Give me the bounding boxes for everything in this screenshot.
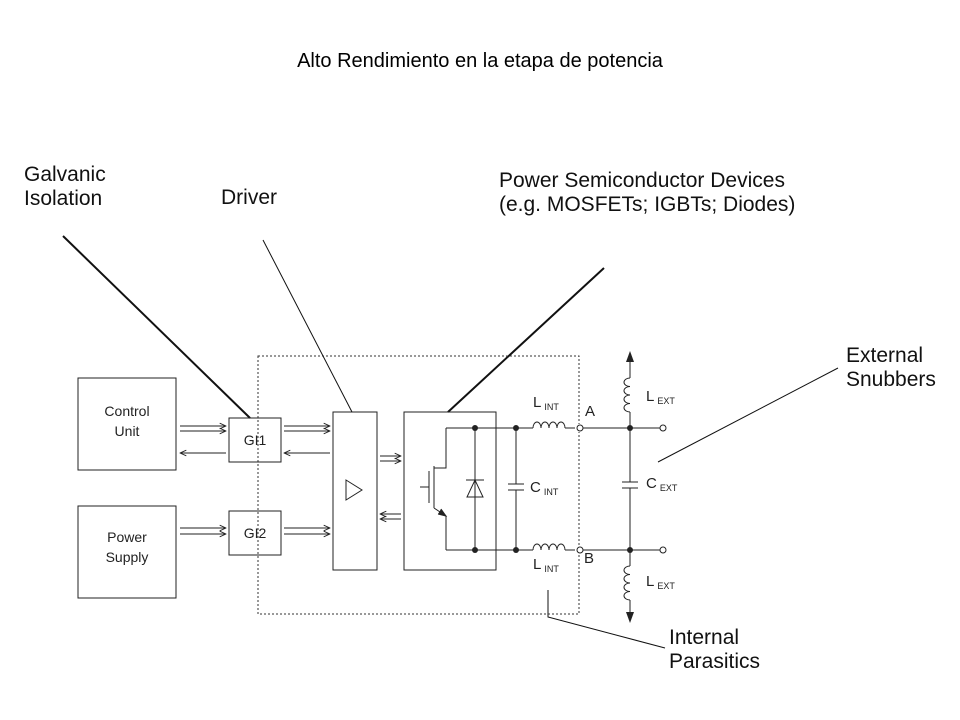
internal-inductor-top [532,421,566,429]
driver-label: Driver [221,186,277,210]
l-int-top-main: L [533,394,541,411]
node-a-label: A [585,403,595,420]
c-ext-sub: EXT [660,483,678,493]
internal-parasitics-label: Internal Parasitics [669,626,760,674]
l-int-bottom-sub: INT [544,564,559,574]
diode-icon [466,478,484,498]
power-semiconductor-leader [447,267,605,413]
node-a-terminal [576,424,584,432]
node-b-terminal [576,546,584,554]
internal-parasitics-label-line2: Parasitics [669,650,761,673]
control-unit-label-1: Control [104,403,149,419]
l-ext-bottom-main: L [646,573,654,590]
power-semiconductor-block [403,411,497,571]
output-terminal-bottom [659,546,667,554]
l-int-top-sub: INT [544,402,559,412]
junction-dots [472,425,633,553]
external-snubbers-label-line2: Snubbers [846,368,936,391]
output-terminal-top [659,424,667,432]
page-title: Alto Rendimiento en la etapa de potencia [297,50,663,72]
gi1-block: GI1 [228,417,282,463]
gi1-label: GI1 [244,432,267,448]
power-semiconductor-label: Power Semiconductor Devices (e.g. MOSFET… [499,169,795,217]
signal-arrows [180,426,401,534]
external-arrow-down-icon [626,612,634,623]
galvanic-leader [62,235,251,419]
l-ext-bottom-sub: EXT [657,581,675,591]
external-snubbers-label: External Snubbers [846,344,936,392]
internal-inductor-bottom [532,543,566,551]
power-supply-block: Power Supply [77,505,177,599]
module-enclosure [257,355,580,615]
external-snubbers-leader [657,367,839,463]
c-int-main: C [530,479,541,496]
external-arrow-up-icon [626,351,634,362]
external-snubbers-label-line1: External [846,344,924,367]
galvanic-isolation-label-line2: Isolation [24,187,103,210]
power-supply-label-2: Supply [106,549,149,565]
external-inductor-top [623,377,631,413]
external-inductor-bottom [623,565,631,601]
l-int-bottom-main: L [533,556,541,573]
callout-leaders [62,235,839,649]
driver-leader [262,239,353,413]
l-ext-top-sub: EXT [657,396,675,406]
c-ext-main: C [646,475,657,492]
driver-label-text: Driver [221,186,277,209]
power-semiconductor-label-line1: Power Semiconductor Devices [499,169,785,192]
power-semiconductor-label-line2: (e.g. MOSFETs; IGBTs; Diodes) [499,193,796,216]
galvanic-isolation-label: Galvanic Isolation [24,163,106,211]
driver-block [332,411,378,571]
gi2-block: GI2 [228,510,282,556]
control-unit-block: Control Unit [77,377,177,471]
internal-capacitor [508,428,524,550]
igbt-emitter-arrow-icon [437,508,448,517]
internal-parasitics-label-line1: Internal [669,626,740,649]
node-b-label: B [584,550,594,567]
internal-parasitics-leader [547,590,666,649]
gi2-label: GI2 [244,525,267,541]
driver-amplifier-icon [345,479,363,501]
control-unit-label-2: Unit [115,423,140,439]
power-supply-label-1: Power [107,529,147,545]
l-ext-top-main: L [646,388,654,405]
galvanic-isolation-label-line1: Galvanic [24,163,106,186]
c-int-sub: INT [544,487,559,497]
switch-circuit [420,427,614,551]
